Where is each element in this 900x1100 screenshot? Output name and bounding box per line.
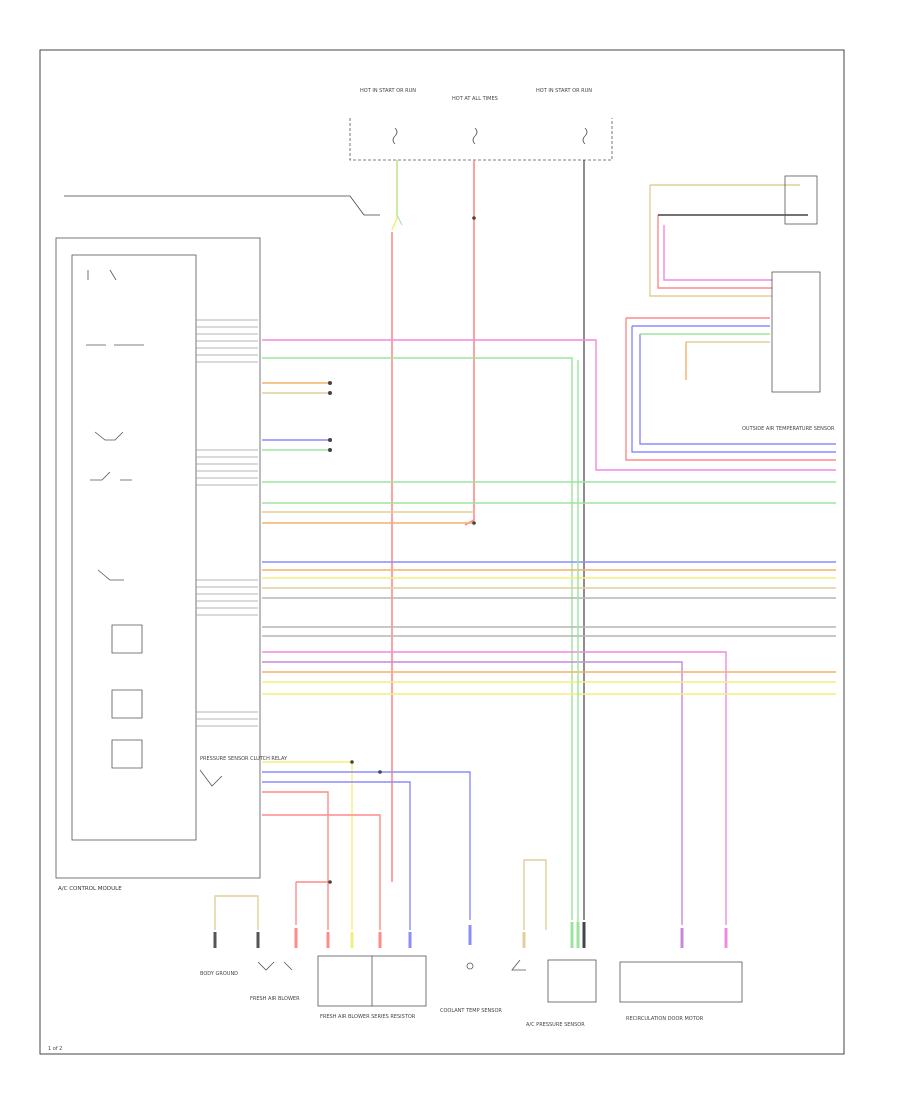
label-blower-resistor: FRESH AIR BLOWER SERIES RESISTOR: [320, 1014, 416, 1020]
fuse-panel-labels: HOT IN START OR RUN HOT AT ALL TIMES HOT…: [360, 88, 592, 102]
fuse-symbols: [392, 127, 588, 145]
connector-points: [328, 216, 476, 884]
page-border: [39, 49, 845, 1055]
power-feed-wires: [64, 160, 585, 920]
bottom-connector-stubs: [213, 922, 728, 948]
right-component-box-upper: [771, 271, 821, 393]
recirc-motor-box: [619, 961, 743, 1003]
module-title: A/C CONTROL MODULE: [58, 886, 122, 892]
bottom-components: [257, 955, 743, 1007]
module-sub-label: PRESSURE SENSOR CLUTCH RELAY: [200, 756, 288, 762]
label-fresh-air-blower: FRESH AIR BLOWER: [250, 996, 300, 1002]
label-ac-pressure-sensor: A/C PRESSURE SENSOR: [526, 1022, 585, 1028]
label-recirc-door-motor: RECIRCULATION DOOR MOTOR: [626, 1016, 704, 1022]
fuse-panel-label-3: HOT IN START OR RUN: [536, 88, 592, 94]
label-coolant-temp: COOLANT TEMP SENSOR: [440, 1008, 502, 1014]
module-pin-lines: [196, 319, 258, 727]
ac-control-module-box: [55, 237, 261, 879]
ac-control-module-inner: [71, 254, 197, 841]
module-internal-switches: [86, 269, 223, 787]
right-component-box-switch: [784, 175, 818, 225]
page-code: 1 of 2: [48, 1046, 62, 1052]
fuse-panel-outline: [349, 118, 613, 161]
label-body-ground: BODY GROUND: [200, 971, 238, 977]
label-outside-temp-sensor: OUTSIDE AIR TEMPERATURE SENSOR: [742, 426, 835, 432]
pressure-sensor-box: [547, 959, 597, 1003]
fuse-panel-label-1: HOT IN START OR RUN: [360, 88, 416, 94]
harness-wires-horizontal: [262, 339, 836, 925]
bottom-component-labels: BODY GROUND FRESH AIR BLOWER FRESH AIR B…: [200, 971, 704, 1028]
fuse-panel-label-2: HOT AT ALL TIMES: [452, 96, 498, 102]
harness-wires-lower: [214, 360, 579, 930]
right-side-harness: [625, 184, 836, 461]
